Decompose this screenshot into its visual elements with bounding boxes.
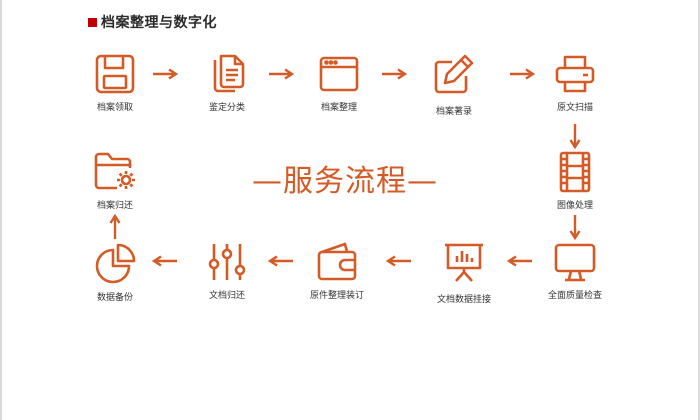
wallet-icon xyxy=(315,240,359,284)
step-label: 原文扫描 xyxy=(556,103,593,113)
step-archive-arrange: 档案整理 xyxy=(289,52,389,132)
floppy-disk-icon xyxy=(93,52,137,96)
arrow-down-icon xyxy=(569,214,581,240)
edit-pencil-icon xyxy=(432,52,476,96)
monitor-icon xyxy=(553,240,597,284)
film-strip-icon xyxy=(553,150,597,194)
step-label: 全面质量检查 xyxy=(547,291,602,301)
step-label: 文档归还 xyxy=(208,291,245,301)
step-label: 图像处理 xyxy=(556,201,593,211)
step-data-backup: 数据备份 xyxy=(65,242,165,322)
step-original-scan: 原文扫描 xyxy=(525,52,625,132)
step-appraisal-classify: 鉴定分类 xyxy=(177,52,277,132)
step-archive-catalog: 档案著录 xyxy=(404,52,504,132)
documents-icon xyxy=(205,52,249,96)
step-label: 档案领取 xyxy=(96,103,133,113)
browser-window-icon xyxy=(317,52,361,96)
arrow-left-icon xyxy=(268,255,294,267)
frame-right-border xyxy=(698,0,700,420)
arrow-right-icon xyxy=(152,68,178,80)
step-label: 档案著录 xyxy=(435,107,472,117)
step-archive-receive: 档案领取 xyxy=(65,52,165,132)
presentation-chart-icon xyxy=(442,240,486,284)
folder-gear-icon xyxy=(93,150,137,194)
step-document-return: 文档归还 xyxy=(177,240,277,320)
header-marker xyxy=(88,17,97,27)
step-data-attach: 文档数据挂接 xyxy=(414,240,514,320)
step-label: 原件整理装订 xyxy=(309,291,364,301)
arrow-up-icon xyxy=(109,214,121,240)
step-original-binding: 原件整理装订 xyxy=(287,240,387,320)
step-quality-check: 全面质量检查 xyxy=(525,240,625,320)
step-archive-return: 档案归还 xyxy=(65,150,165,230)
step-label: 数据备份 xyxy=(96,293,133,303)
section-title: 档案整理与数字化 xyxy=(101,15,217,31)
step-label: 鉴定分类 xyxy=(208,103,245,113)
frame-left-border xyxy=(0,0,2,420)
step-label: 文档数据挂接 xyxy=(436,295,491,305)
arrow-right-icon xyxy=(268,68,294,80)
arrow-left-icon xyxy=(386,255,412,267)
section-header: 档案整理与数字化 xyxy=(88,12,217,32)
sliders-icon xyxy=(205,240,249,284)
step-label: 档案归还 xyxy=(96,201,133,211)
arrow-left-icon xyxy=(152,255,178,267)
step-label: 档案整理 xyxy=(320,103,357,113)
scanner-icon xyxy=(553,52,597,96)
step-image-process: 图像处理 xyxy=(525,150,625,230)
arrow-right-icon xyxy=(381,68,407,80)
arrow-down-icon xyxy=(569,123,581,149)
arrow-left-icon xyxy=(507,255,533,267)
pie-chart-icon xyxy=(93,242,137,286)
center-title: —服务流程— xyxy=(252,164,438,199)
arrow-right-icon xyxy=(509,68,535,80)
